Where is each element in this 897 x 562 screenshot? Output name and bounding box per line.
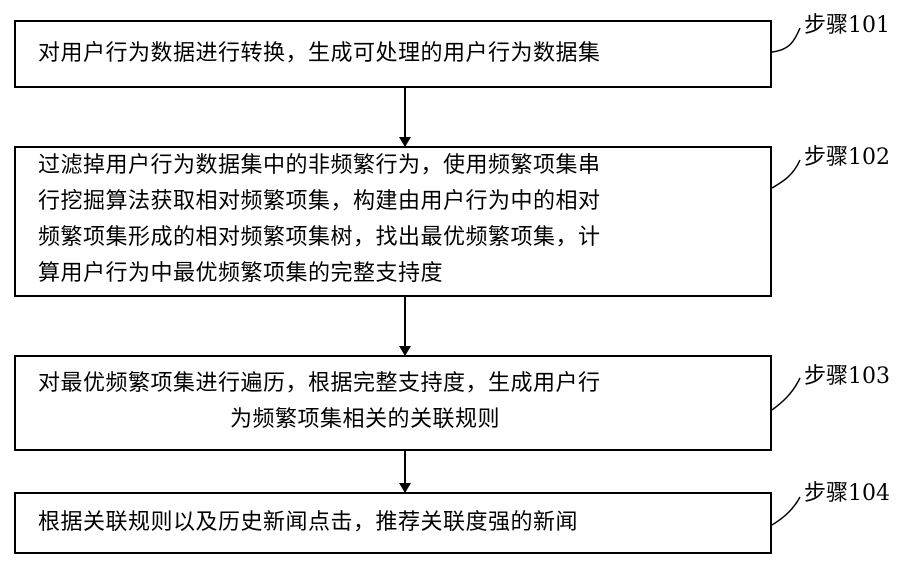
- step-label-103: 步骤103: [804, 364, 890, 390]
- leader-step101: [772, 28, 800, 52]
- step-102-line-3: 频繁项集形成的相对频繁项集树，找出最优频繁项集，计: [38, 220, 601, 256]
- step-103-line-1: 对最优频繁项集进行遍历，根据完整支持度，生成用户行: [38, 366, 601, 402]
- step-101-line-1: 对用户行为数据进行转换，生成可处理的用户行为数据集: [38, 36, 601, 72]
- leader-step102: [772, 160, 800, 188]
- step-label-102: 步骤102: [804, 145, 890, 171]
- step-103-line-2: 为频繁项集相关的关联规则: [230, 402, 500, 438]
- leader-step103: [772, 378, 800, 410]
- step-102-line-1: 过滤掉用户行为数据集中的非频繁行为，使用频繁项集串: [38, 148, 601, 184]
- step-label-101: 步骤101: [804, 13, 890, 39]
- step-102-line-2: 行挖掘算法获取相对频繁项集，构建由用户行为中的相对: [38, 184, 601, 220]
- step-104-line-1: 根据关联规则以及历史新闻点击，推荐关联度强的新闻: [38, 505, 578, 541]
- leader-step104: [772, 497, 800, 525]
- step-102-line-4: 算用户行为中最优频繁项集的完整支持度: [38, 256, 443, 292]
- step-label-104: 步骤104: [804, 481, 890, 507]
